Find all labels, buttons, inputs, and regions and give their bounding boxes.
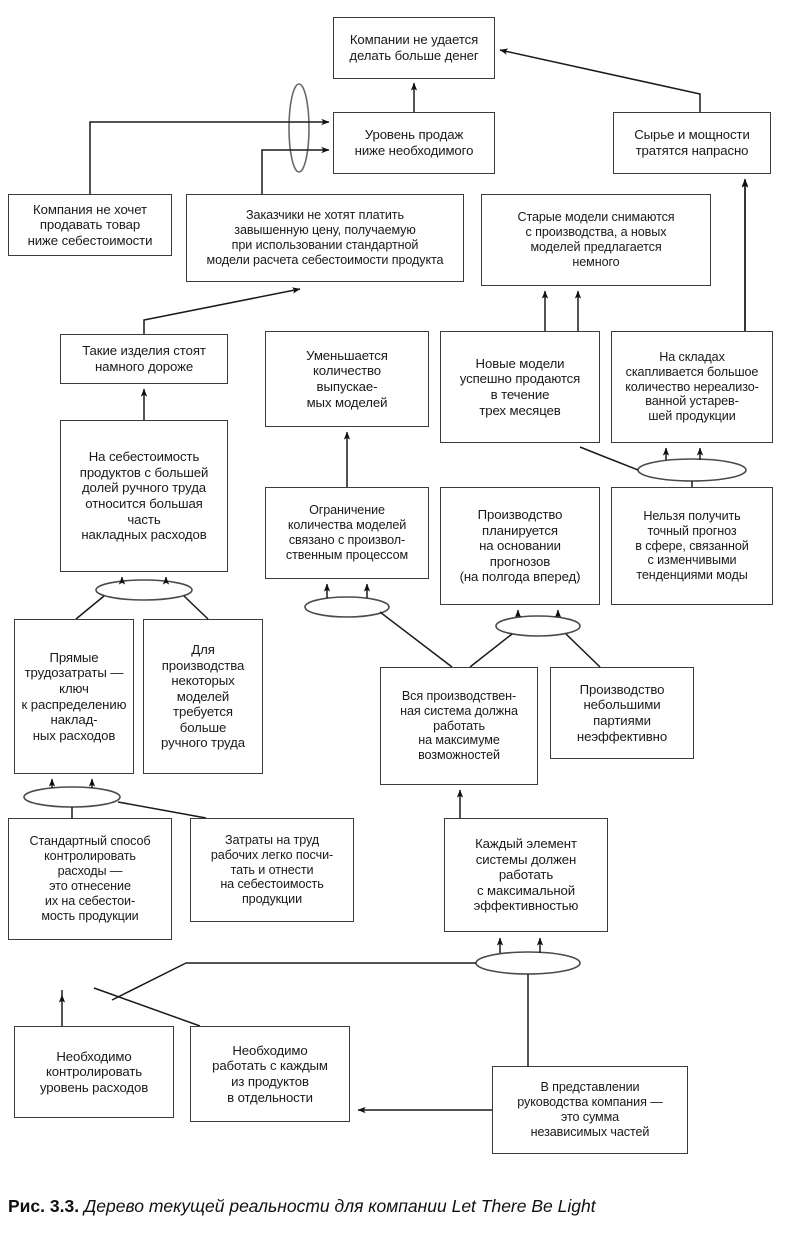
node-n4[interactable]: Компания не хочет продавать товар ниже с…: [8, 194, 172, 256]
node-n11[interactable]: На себестоимость продуктов с большей дол…: [60, 420, 228, 572]
node-n3[interactable]: Сырье и мощности тратятся напрасно: [613, 112, 771, 174]
node-n20[interactable]: Затраты на труд рабочих легко посчи- тат…: [190, 818, 354, 922]
node-n10[interactable]: На складах скапливается большое количест…: [611, 331, 773, 443]
node-n7[interactable]: Такие изделия стоят намного дороже: [60, 334, 228, 384]
node-n2[interactable]: Уровень продаж ниже необходимого: [333, 112, 495, 174]
node-n15[interactable]: Прямые трудозатраты — ключ к распределен…: [14, 619, 134, 774]
node-n23[interactable]: Необходимо работать с каждым из продукто…: [190, 1026, 350, 1122]
node-n22[interactable]: Необходимо контролировать уровень расход…: [14, 1026, 174, 1118]
figure-caption: Рис. 3.3. Дерево текущей реальности для …: [8, 1196, 788, 1217]
node-n1[interactable]: Компании не удается делать больше денег: [333, 17, 495, 79]
node-n24[interactable]: В представлении руководства компания — э…: [492, 1066, 688, 1154]
figure-caption-number: Рис. 3.3.: [8, 1196, 80, 1216]
node-n18[interactable]: Производство небольшими партиями неэффек…: [550, 667, 694, 759]
node-n13[interactable]: Производство планируется на основании пр…: [440, 487, 600, 605]
figure-caption-text: Дерево текущей реальности для компании L…: [83, 1196, 596, 1216]
node-n14[interactable]: Нельзя получить точный прогноз в сфере, …: [611, 487, 773, 605]
node-n19[interactable]: Стандартный способ контролировать расход…: [8, 818, 172, 940]
node-n6[interactable]: Старые модели снимаются с производства, …: [481, 194, 711, 286]
node-n17[interactable]: Вся производствен- ная система должна ра…: [380, 667, 538, 785]
node-n8[interactable]: Уменьшается количество выпускае- мых мод…: [265, 331, 429, 427]
node-n12[interactable]: Ограничение количества моделей связано с…: [265, 487, 429, 579]
node-n9[interactable]: Новые модели успешно продаются в течение…: [440, 331, 600, 443]
node-n21[interactable]: Каждый элемент системы должен работать с…: [444, 818, 608, 932]
node-n16[interactable]: Для производства некоторых моделей требу…: [143, 619, 263, 774]
node-n5[interactable]: Заказчики не хотят платить завышенную це…: [186, 194, 464, 282]
edge-group-top: [89, 48, 749, 331]
